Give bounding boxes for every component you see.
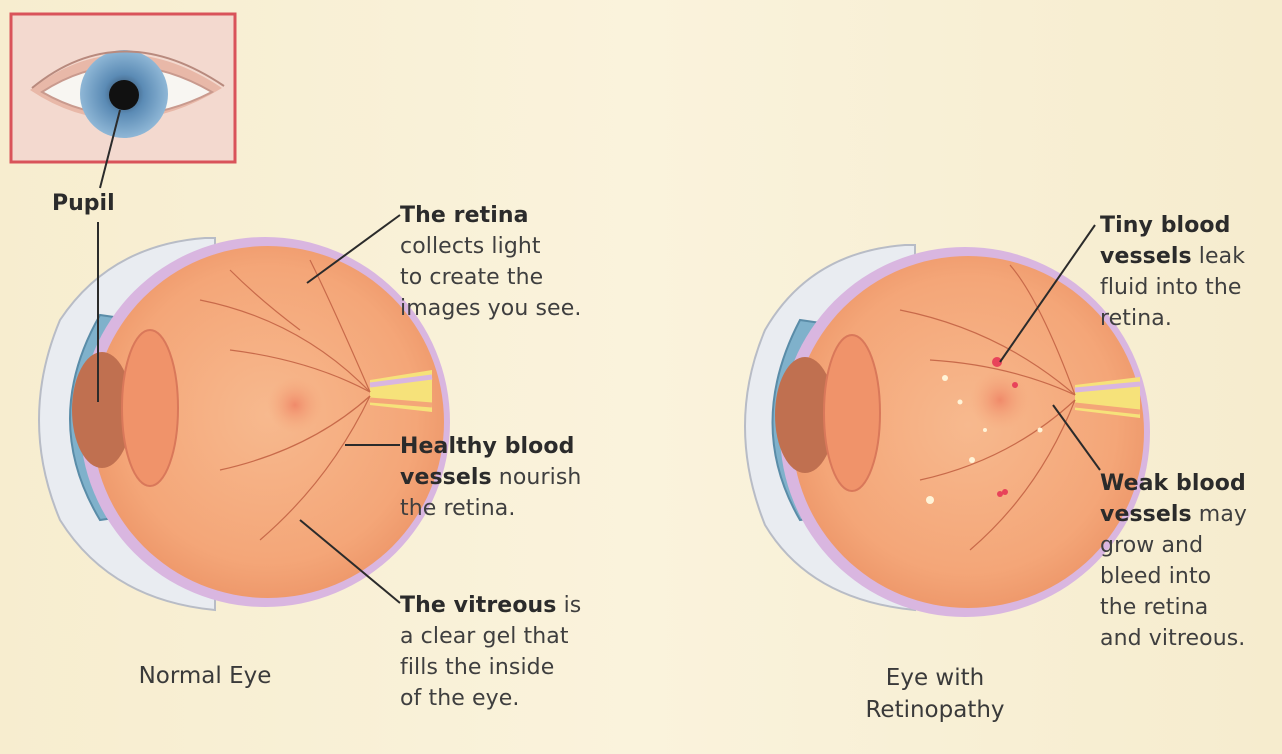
vitreous-line: a clear gel that <box>400 624 569 649</box>
pupil <box>109 80 139 110</box>
retinopathy-eye-caption: Eye with Retinopathy <box>820 662 1050 726</box>
weak-vessels-label: Weak blood vessels may grow and bleed in… <box>1100 468 1247 654</box>
pupil-label: Pupil <box>52 191 115 216</box>
vitreous-rest: is <box>557 593 582 618</box>
retinopathy-caption-line1: Eye with <box>886 665 984 691</box>
retina-label-line: collects light <box>400 234 541 259</box>
normal-eye-caption: Normal Eye <box>100 660 310 692</box>
healthy-vessels-rest: nourish <box>492 465 582 490</box>
vitreous-bold: The vitreous <box>400 593 557 618</box>
vitreous-line: of the eye. <box>400 686 519 711</box>
healthy-vessels-bold1: Healthy blood <box>400 434 574 459</box>
weak-vessels-line: the retina <box>1100 595 1208 620</box>
weak-vessels-line: bleed into <box>1100 564 1211 589</box>
lens-2 <box>824 335 880 491</box>
healthy-vessels-label: Healthy blood vessels nourish the retina… <box>400 431 581 524</box>
tiny-vessels-line: fluid into the <box>1100 275 1242 300</box>
vitreous-label: The vitreous is a clear gel that fills t… <box>400 590 581 714</box>
tiny-vessels-bold1: Tiny blood <box>1100 213 1230 238</box>
weak-vessels-line: and vitreous. <box>1100 626 1245 651</box>
healthy-vessels-line3: the retina. <box>400 496 515 521</box>
retinopathy-eye-section <box>745 245 1150 617</box>
tiny-vessels-label: Tiny blood vessels leak fluid into the r… <box>1100 210 1245 334</box>
tiny-vessels-bold2: vessels <box>1100 244 1192 269</box>
retina-label-line: to create the <box>400 265 543 290</box>
tiny-vessels-line: retina. <box>1100 306 1172 331</box>
vitreous-line: fills the inside <box>400 655 554 680</box>
normal-eye-section <box>39 237 450 610</box>
weak-vessels-bold2: vessels <box>1100 502 1192 527</box>
weak-vessels-rest: may <box>1192 502 1247 527</box>
lens <box>122 330 178 486</box>
tiny-vessels-rest: leak <box>1192 244 1245 269</box>
retina-label: The retina collects light to create the … <box>400 200 581 324</box>
retina-label-line: images you see. <box>400 296 581 321</box>
retinopathy-caption-line2: Retinopathy <box>865 697 1004 723</box>
macula-2 <box>970 370 1030 430</box>
front-eye-inset <box>11 14 235 162</box>
weak-vessels-bold1: Weak blood <box>1100 471 1246 496</box>
macula <box>267 377 323 433</box>
weak-vessels-line: grow and <box>1100 533 1203 558</box>
healthy-vessels-bold2: vessels <box>400 465 492 490</box>
retina-label-bold: The retina <box>400 203 529 228</box>
